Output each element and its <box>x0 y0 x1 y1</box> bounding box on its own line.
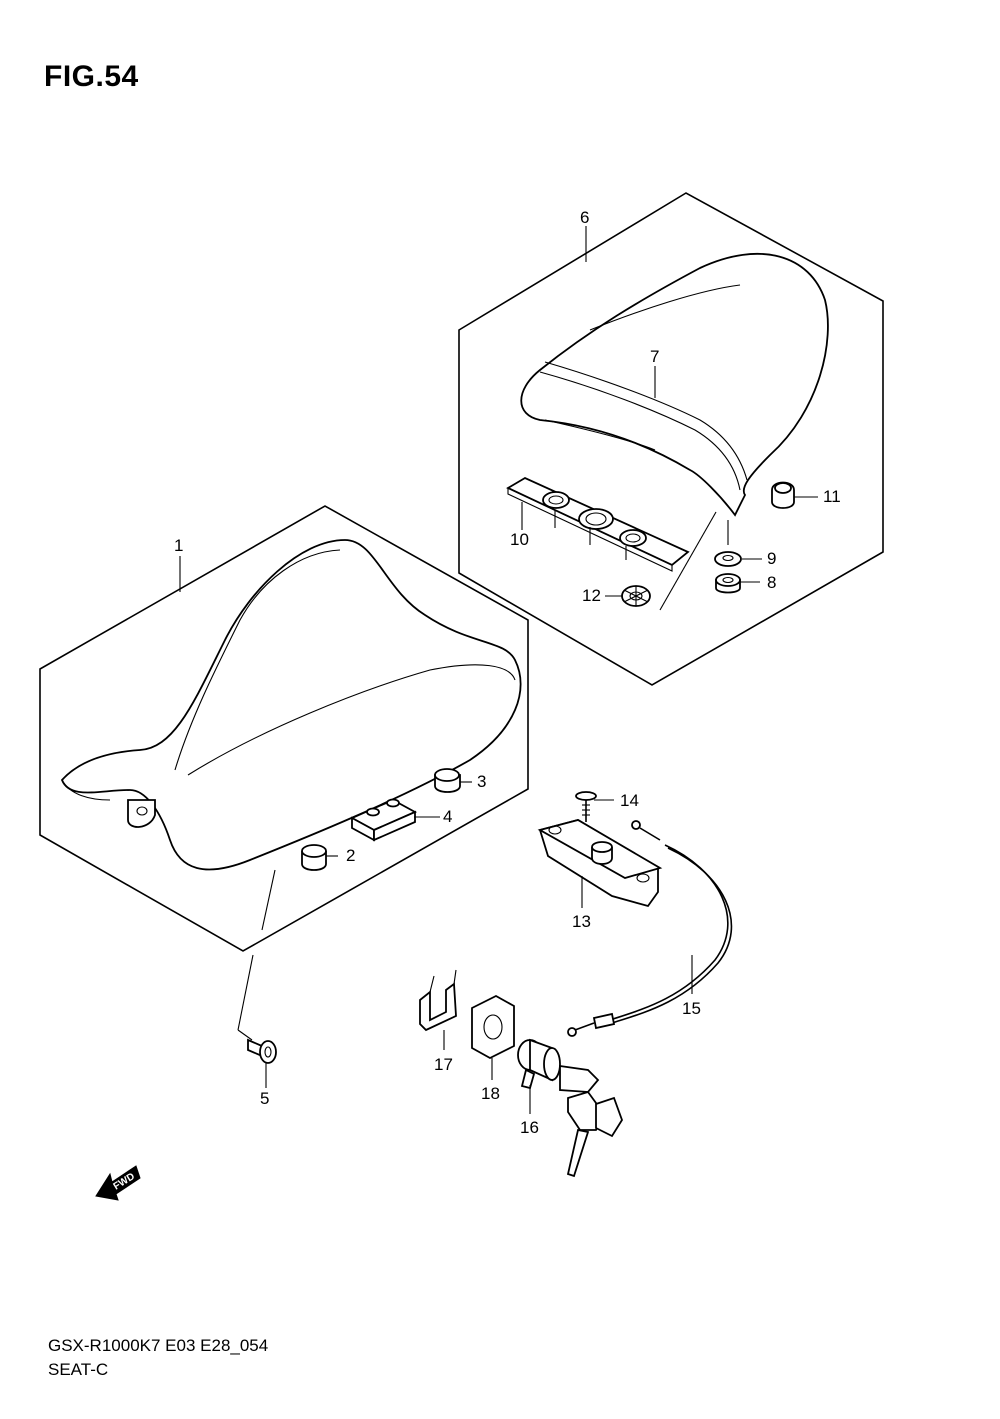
callout-1: 1 <box>174 536 183 555</box>
seat-rubber-part-4 <box>349 798 418 842</box>
callout-14: 14 <box>620 791 639 810</box>
front-seat-group-box <box>39 505 529 952</box>
screw-part-14 <box>575 791 597 822</box>
callout-16: 16 <box>520 1118 539 1137</box>
cable-part-15 <box>567 820 733 1037</box>
rear-seat-cowl-part <box>520 253 829 517</box>
callout-11: 11 <box>823 487 841 506</box>
seat-lock-part-13 <box>537 819 663 908</box>
callout-2: 2 <box>346 846 355 865</box>
assembly-line <box>237 954 254 1031</box>
assembly-line <box>261 869 276 931</box>
cushion-part-11 <box>771 481 795 509</box>
seat-bracket-part <box>506 476 690 572</box>
callout-7: 7 <box>650 347 659 366</box>
clip-part-17 <box>419 969 457 1032</box>
callout-10: 10 <box>510 530 529 549</box>
nut-part-8 <box>715 573 741 594</box>
bolt-part-5 <box>247 1038 277 1064</box>
section-name-label: SEAT-C <box>48 1360 109 1379</box>
lock-set-part-16 <box>517 1038 623 1178</box>
assembly-line <box>237 1029 253 1041</box>
callout-6: 6 <box>580 208 589 227</box>
callout-12: 12 <box>582 586 601 605</box>
clip-nut-part-12 <box>621 585 651 607</box>
washer-part-9 <box>714 551 742 567</box>
callout-15: 15 <box>682 999 701 1018</box>
assembly-line <box>659 511 717 611</box>
callout-18: 18 <box>481 1084 500 1103</box>
plate-part-18 <box>471 994 515 1060</box>
callout-13: 13 <box>572 912 591 931</box>
rear-seat-group-box <box>458 192 884 686</box>
callout-17: 17 <box>434 1055 453 1074</box>
cushion-part-3 <box>434 768 461 793</box>
front-seat-part <box>60 539 522 871</box>
model-code-label: GSX-R1000K7 E03 E28_054 <box>48 1336 269 1355</box>
callout-9: 9 <box>767 549 776 568</box>
callout-3: 3 <box>477 772 486 791</box>
cushion-part-2 <box>301 844 327 871</box>
forward-direction-arrow: FWD <box>95 1165 141 1201</box>
callout-labels: 1 2 3 4 5 6 7 8 9 10 11 12 13 14 15 16 1… <box>174 208 841 1137</box>
callout-4: 4 <box>443 807 452 826</box>
callout-leaders <box>179 226 818 1114</box>
figure-title: FIG.54 <box>44 60 139 93</box>
callout-5: 5 <box>260 1089 269 1108</box>
callout-8: 8 <box>767 573 776 592</box>
